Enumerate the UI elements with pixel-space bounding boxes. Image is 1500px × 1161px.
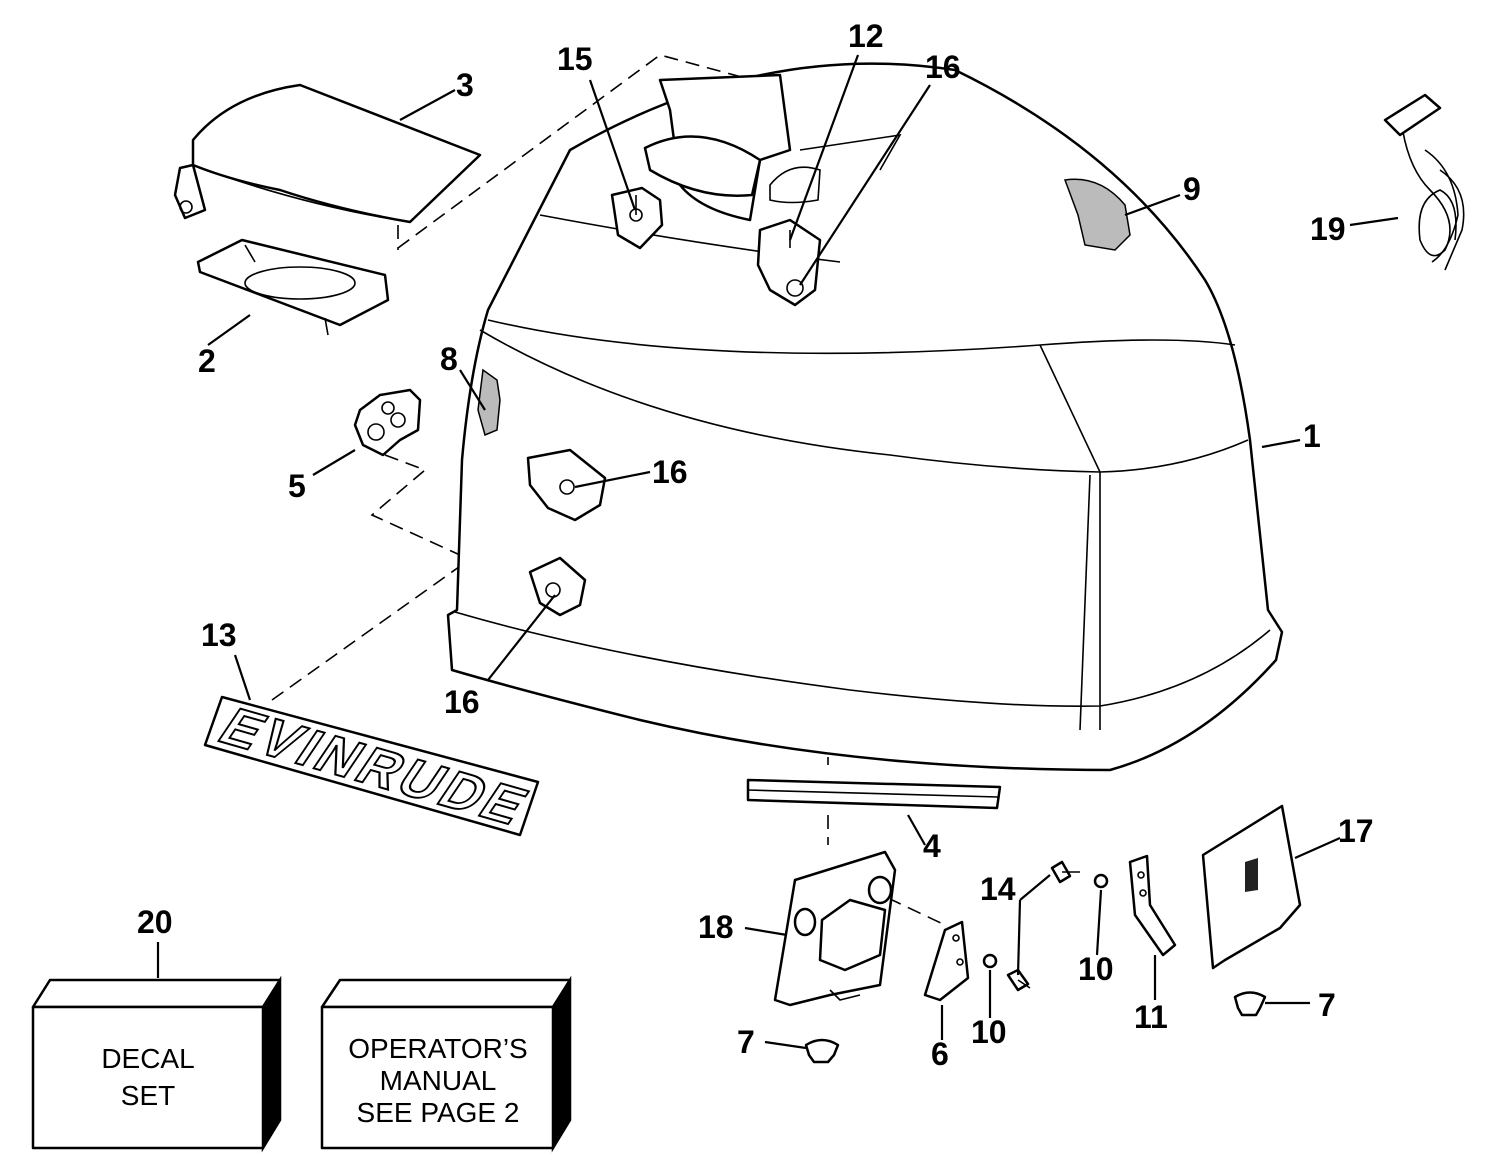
brand-decal-text: EVINRUDE — [208, 698, 542, 836]
latch-bracket — [353, 388, 422, 457]
callout-8: 8 — [440, 341, 458, 377]
clip-11 — [1128, 854, 1177, 957]
callout-4: 4 — [923, 828, 941, 864]
callout-12: 12 — [848, 18, 884, 54]
rear-bracket — [773, 850, 897, 1007]
decal-set-line2: SET — [121, 1080, 175, 1111]
callout-7-left: 7 — [737, 1024, 755, 1060]
rear-plate — [1201, 804, 1302, 970]
leader-lines — [156, 54, 1399, 1050]
seal-strip — [746, 778, 1002, 810]
decal-set-box: DECAL SET — [31, 975, 282, 1153]
clip-6 — [923, 920, 970, 1002]
operators-manual-line1: OPERATOR’S — [348, 1033, 527, 1064]
motor-cover — [446, 62, 1284, 772]
callout-17: 17 — [1338, 813, 1374, 849]
callout-16-middle: 16 — [652, 454, 688, 490]
callout-20: 20 — [137, 904, 173, 940]
brand-decal-plate: EVINRUDE — [203, 695, 544, 837]
operators-manual-line3: SEE PAGE 2 — [357, 1097, 520, 1128]
callout-15: 15 — [557, 41, 593, 77]
callout-5: 5 — [288, 468, 306, 504]
intake-cover-top — [173, 83, 482, 224]
callout-7-right: 7 — [1318, 987, 1336, 1023]
operators-manual-box: OPERATOR’S MANUAL SEE PAGE 2 — [320, 975, 572, 1153]
callout-6: 6 — [931, 1036, 949, 1072]
callout-13: 13 — [201, 617, 237, 653]
callout-18: 18 — [698, 909, 734, 945]
callout-10-right: 10 — [1078, 951, 1114, 987]
callout-2: 2 — [198, 343, 216, 379]
callout-14: 14 — [980, 871, 1016, 907]
callout-19: 19 — [1310, 211, 1346, 247]
operators-manual-line2: MANUAL — [380, 1065, 497, 1096]
callouts: 1 2 3 4 5 6 7 7 8 9 10 10 11 12 13 14 15… — [137, 18, 1374, 1072]
callout-11: 11 — [1134, 999, 1168, 1035]
fasteners — [804, 860, 1267, 1064]
decal-set-line1: DECAL — [101, 1043, 194, 1074]
callout-16-top: 16 — [925, 49, 961, 85]
callout-9: 9 — [1183, 171, 1201, 207]
cable-assembly — [1383, 93, 1465, 271]
callout-1: 1 — [1303, 418, 1321, 454]
callout-3: 3 — [456, 67, 474, 103]
callout-16-bottom: 16 — [444, 684, 480, 720]
callout-10-left: 10 — [971, 1014, 1007, 1050]
intake-frame — [196, 238, 390, 336]
